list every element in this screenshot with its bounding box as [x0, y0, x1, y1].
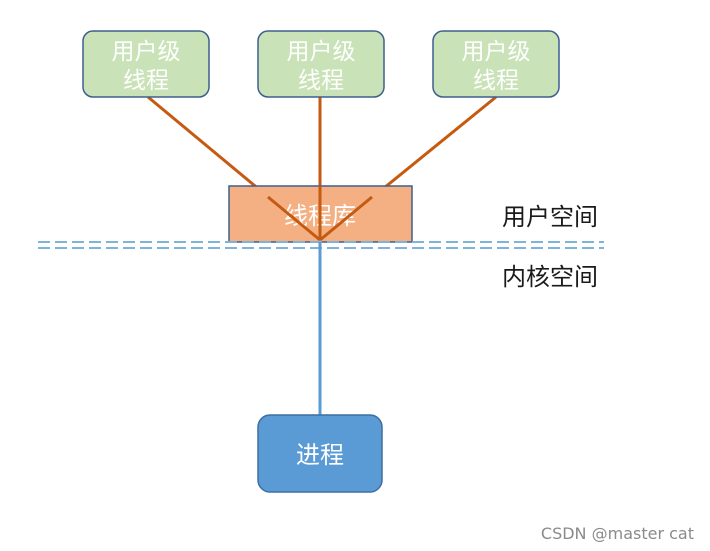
user-thread-3: 用户级 线程	[432, 30, 560, 98]
user-thread-1-line1: 用户级	[112, 39, 181, 65]
user-thread-1: 用户级 线程	[82, 30, 210, 98]
connector-thread-1-overlay	[267, 195, 321, 242]
kernel-space-label: 内核空间	[502, 263, 598, 291]
user-thread-1-line2: 线程	[123, 68, 169, 94]
user-thread-2: 用户级 线程	[257, 30, 385, 98]
user-thread-3-line2: 线程	[473, 68, 519, 94]
process-label: 进程	[296, 441, 344, 469]
user-thread-2-line2: 线程	[298, 68, 344, 94]
user-thread-3-line1: 用户级	[462, 39, 531, 65]
user-thread-2-line1: 用户级	[287, 39, 356, 65]
user-space-label: 用户空间	[502, 203, 598, 231]
connector-thread-3-overlay	[319, 195, 373, 242]
process-node: 进程	[257, 414, 383, 493]
watermark: CSDN @master cat	[540, 524, 694, 543]
